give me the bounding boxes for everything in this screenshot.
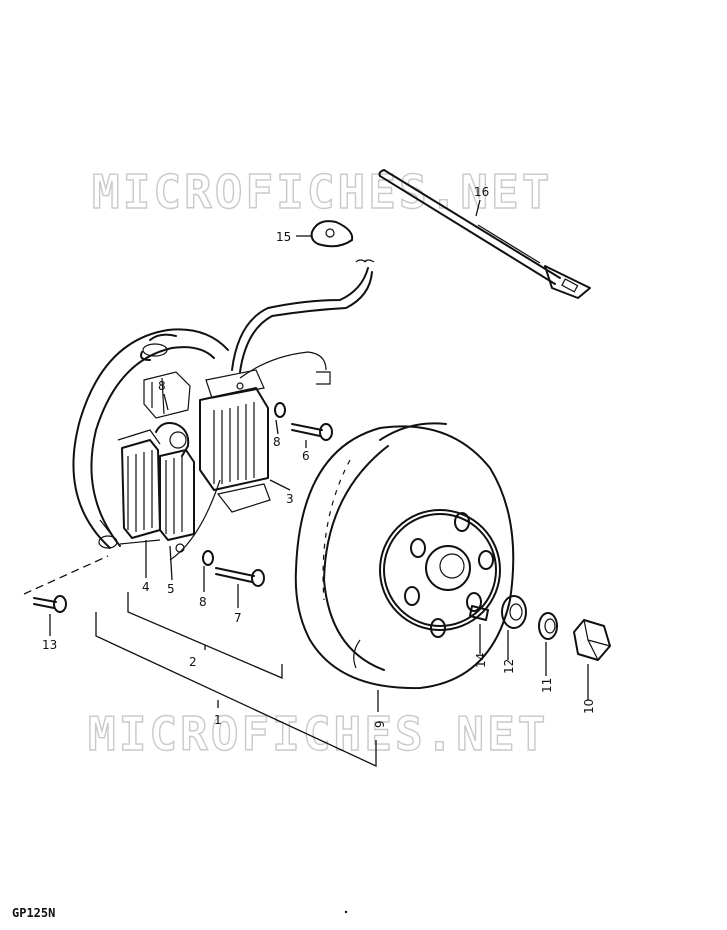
- washer-part-8-upper: [274, 402, 286, 418]
- leader-lines: [49, 199, 589, 712]
- speck-dot: [344, 910, 348, 914]
- pickup-bracket: [143, 371, 191, 419]
- coil-part-3: [199, 369, 271, 513]
- screw-part-14: [33, 595, 67, 613]
- key-part-15: [469, 605, 489, 621]
- bracket-part-1: [95, 612, 377, 768]
- watermark-bottom: MICROFICHES.NET: [88, 707, 548, 761]
- model-code: GP125N: [12, 906, 56, 920]
- label-part-4: 4: [142, 580, 150, 594]
- label-part-10: 9: [373, 720, 387, 728]
- leader-part-14-dash: [23, 555, 109, 595]
- label-part-13: 12: [502, 659, 516, 674]
- lock-washer-part-12: [538, 612, 558, 640]
- watermark-top: MICROFICHES.NET: [92, 165, 552, 219]
- label-part-14: 13: [42, 638, 57, 652]
- label-part-3: 3: [286, 492, 294, 506]
- label-part-8-lower: 8: [199, 595, 207, 609]
- label-part-5: 5: [167, 582, 175, 596]
- label-part-11: 10: [582, 699, 596, 714]
- screw-part-6: [291, 423, 333, 441]
- label-part-15: 14: [474, 653, 488, 668]
- grommet-part-16: [310, 220, 354, 248]
- nut-part-11: [573, 619, 611, 661]
- label-part-12: 11: [540, 678, 554, 693]
- label-part-2: 2: [189, 655, 197, 669]
- label-part-7: 7: [234, 611, 242, 625]
- bracket-part-2: [127, 592, 283, 679]
- label-part-8-upper: 8: [273, 435, 281, 449]
- coil-part-5: [155, 422, 195, 553]
- washer-part-13: [501, 595, 527, 629]
- strap-part-17: [378, 169, 591, 299]
- screw-part-7: [215, 567, 265, 587]
- label-part-6: 6: [302, 449, 310, 463]
- label-part-1: 1: [214, 713, 222, 727]
- washer-part-8-lower: [202, 550, 214, 566]
- stator-plate: [72, 328, 229, 561]
- label-part-17: 16: [474, 185, 489, 199]
- flywheel-rotor-part-10: [294, 422, 515, 690]
- label-part-16: 15: [276, 230, 291, 244]
- wire-harness: [231, 259, 375, 385]
- label-part-9: 8: [158, 379, 166, 393]
- coil-part-4: [117, 429, 161, 545]
